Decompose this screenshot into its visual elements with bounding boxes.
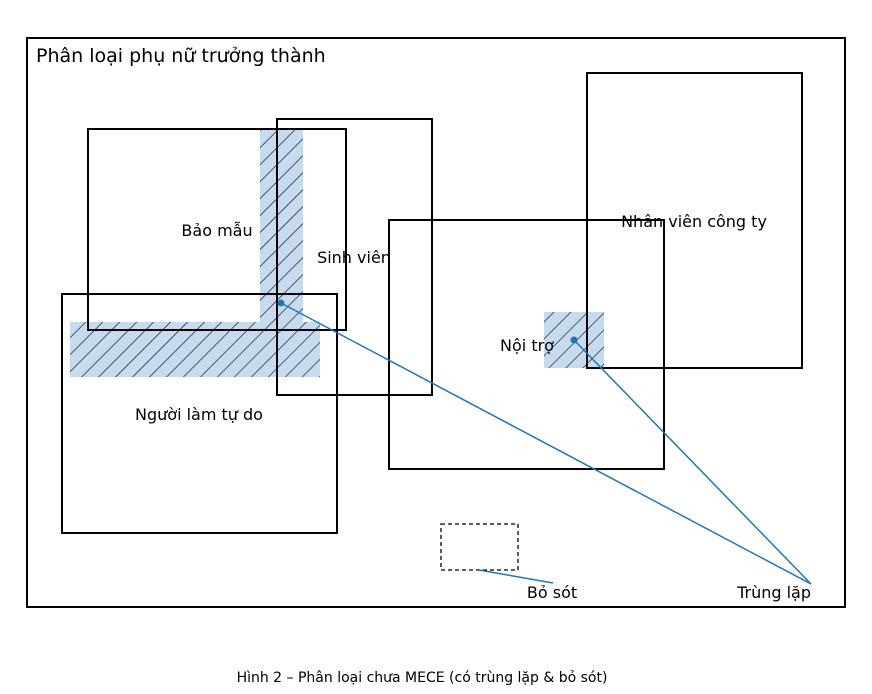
gap-region [440,523,519,571]
box-bao-mau [87,128,347,331]
box-nhan-vien-cong-ty [586,72,803,369]
label-nguoi-lam-tu-do: Người làm tự do [135,405,263,424]
leader-dot-overlap-1 [277,299,285,307]
overlap-region-horizontal [70,322,320,377]
annotation-gap-label: Bỏ sót [527,583,577,602]
box-nguoi-lam-tu-do [61,293,338,534]
annotation-overlap-label: Trùng lặp [736,583,811,602]
figure-caption: Hình 2 – Phân loại chưa MECE (có trùng l… [237,670,608,686]
leader-line-overlap-2 [573,339,812,585]
diagram-title: Phân loại phụ nữ trưởng thành [36,45,326,67]
leader-dot-overlap-2 [570,336,578,344]
label-nhan-vien-cong-ty: Nhân viên công ty [621,212,767,231]
label-noi-tro: Nội trợ [500,336,554,355]
box-sinh-vien [276,118,433,396]
box-noi-tro [388,219,665,470]
leader-line-overlap-1 [280,302,812,585]
outer-frame [26,37,846,608]
leader-line-gap [478,569,554,584]
label-bao-mau: Bảo mẫu [181,221,252,240]
label-sinh-vien: Sinh viên [317,248,391,267]
